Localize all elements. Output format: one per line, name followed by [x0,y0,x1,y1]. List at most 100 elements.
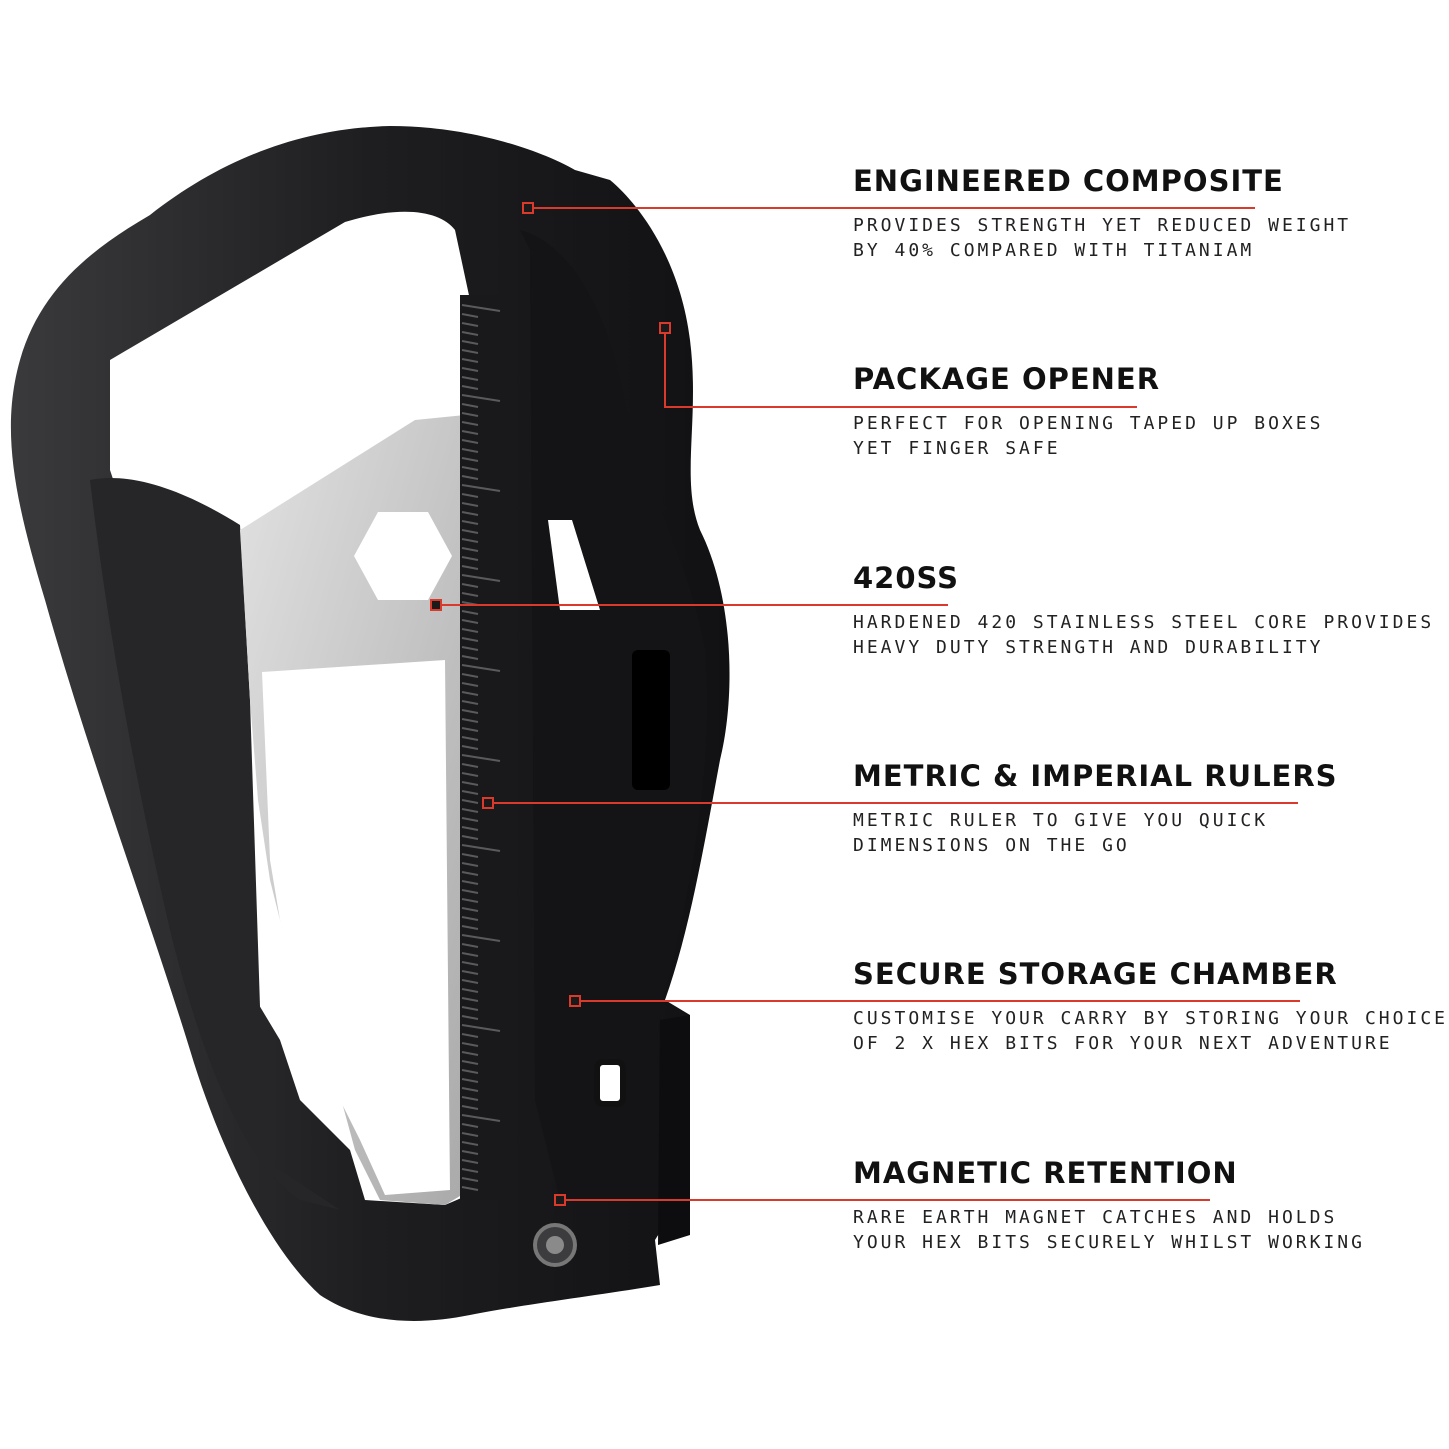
ruler-tick [461,871,479,876]
ruler-tick [461,691,479,696]
feature-title: 420SS [853,561,960,595]
feature-title: SECURE STORAGE CHAMBER [853,957,1338,991]
feature-line: HEAVY DUTY STRENGTH AND DURABILITY [853,637,1324,658]
ruler-tick [461,439,479,444]
ruler-tick [461,340,479,345]
steel-slot [262,660,450,1195]
feature-title: PACKAGE OPENER [853,362,1161,396]
ruler-tick [461,538,479,543]
ruler-tick [461,916,479,921]
ruler-tick [461,1033,479,1038]
ruler-tick [461,1096,479,1101]
callout-marker [482,797,494,809]
feature-line: YET FINGER SAFE [853,438,1061,459]
feature-description: PROVIDES STRENGTH YET REDUCED WEIGHT BY … [853,213,1351,263]
ruler-tick [461,790,479,795]
feature-line: PROVIDES STRENGTH YET REDUCED WEIGHT [853,215,1352,236]
storage-window [632,650,670,790]
ruler-tick [461,1123,479,1128]
ruler-tick [461,736,479,741]
inner-shelf [90,478,340,1211]
feature-magnetic-retention: MAGNETIC RETENTION RARE EARTH MAGNET CAT… [853,1155,1365,1255]
callout-line [664,328,1137,408]
ruler-tick [461,583,479,588]
feature-line: CUSTOMISE YOUR CARRY BY STORING YOUR CHO… [853,1008,1448,1029]
clip-gate [658,1015,690,1245]
ruler-tick [461,727,479,732]
ruler-tick [461,475,479,480]
ruler-tick [461,1060,479,1065]
ruler-tick [461,367,479,372]
ruler-tick [461,1078,479,1083]
ruler-tick [461,997,479,1002]
feature-description: PERFECT FOR OPENING TAPED UP BOXES YET F… [853,411,1323,461]
ruler-tick [461,331,479,336]
ruler-tick [461,1105,479,1110]
ruler-tick [461,1141,479,1146]
retention-hole [594,1059,626,1107]
feature-line: RARE EARTH MAGNET CATCHES AND HOLDS [853,1207,1338,1228]
feature-title: MAGNETIC RETENTION [853,1156,1238,1190]
ruler-tick [461,718,479,723]
ruler-tick [461,898,479,903]
side-slot [548,520,600,610]
feature-description: CUSTOMISE YOUR CARRY BY STORING YOUR CHO… [853,1006,1448,1056]
ruler-tick [461,754,501,762]
ruler-tick [461,799,479,804]
feature-description: METRIC RULER TO GIVE YOU QUICK DIMENSION… [853,808,1338,858]
ruler-tick [461,322,479,327]
ruler-tick [461,529,479,534]
feature-line: YOUR HEX BITS SECURELY WHILST WORKING [853,1232,1365,1253]
ruler-tick [461,700,479,705]
ruler-tick [461,1168,479,1173]
ruler-tick [461,664,501,672]
ruler-tick [461,610,479,615]
ruler-tick [461,835,479,840]
ruler-tick [461,781,479,786]
ruler-tick [461,628,479,633]
ruler-tick [461,844,501,852]
ruler-tick [461,484,501,492]
ruler-tick [461,619,479,624]
ruler-tick [461,646,479,651]
callout-marker [522,202,534,214]
ruler-tick [461,1150,479,1155]
feature-420ss: 420SS HARDENED 420 STAINLESS STEEL CORE … [853,560,1434,660]
ruler-tick [461,745,479,750]
ruler-tick [461,952,479,957]
feature-line: METRIC RULER TO GIVE YOU QUICK [853,810,1269,831]
ruler-tick [461,682,479,687]
ruler-tick [461,637,479,642]
callout-lines [430,202,1300,1206]
ruler-tick [461,961,479,966]
ruler-tick [461,1177,479,1182]
ruler-tick [461,511,479,516]
magnet-core [546,1236,564,1254]
ruler-tick [461,1024,501,1032]
feature-title: METRIC & IMPERIAL RULERS [853,759,1338,793]
ruler-tick [461,943,479,948]
feature-line: DIMENSIONS ON THE GO [853,835,1130,856]
ruler-tick [461,709,479,714]
ruler-tick [461,1051,479,1056]
ruler-tick [461,412,479,417]
ruler-tick [461,1015,479,1020]
ruler-tick [461,934,501,942]
ruler-tick [461,907,479,912]
ruler-tick [461,385,479,390]
ruler-tick [461,1042,479,1047]
ruler-tick [461,817,479,822]
ruler-tick [461,889,479,894]
ruler-tick [461,493,479,498]
ruler-tick [461,1159,479,1164]
callout-marker [659,322,671,334]
ruler-tick [461,1186,479,1191]
callout-marker [569,995,581,1007]
ruler-tick [461,592,479,597]
ruler-tick [461,403,479,408]
ruler-tick [461,430,479,435]
ruler-tick [461,970,479,975]
ruler-tick [461,1114,501,1122]
feature-storage-chamber: SECURE STORAGE CHAMBER CUSTOMISE YOUR CA… [853,956,1448,1056]
